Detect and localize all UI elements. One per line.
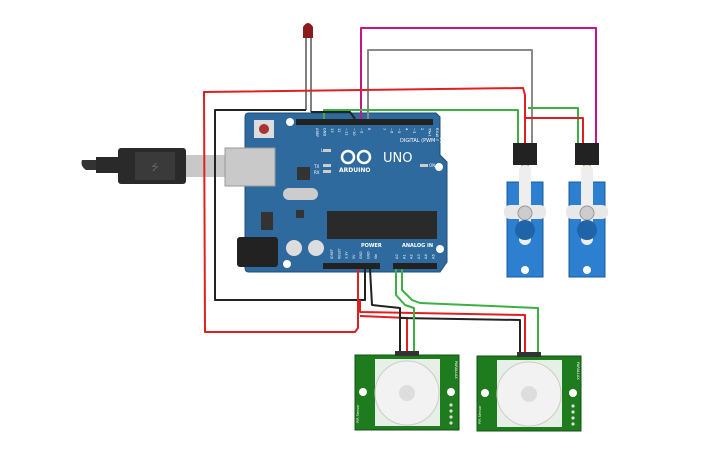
digital-pin-label: 7	[382, 128, 386, 130]
wires	[203, 27, 597, 355]
servo-motor-2[interactable]	[566, 143, 608, 278]
brand-label: ARDUINO	[339, 167, 370, 174]
usb-symbol-icon: ⭍	[151, 162, 159, 173]
pir-sensor-2[interactable]: PIR Sensor PARALLAX	[476, 352, 582, 432]
arduino-infinity-logo	[340, 149, 372, 165]
pir-brand-label: PARALLAX	[454, 361, 458, 379]
led-rx-label: RX	[314, 170, 320, 175]
power-pin-label: GND	[367, 251, 371, 259]
digital-pin-label: RX◂0	[435, 128, 439, 138]
wire-led-pin10[interactable]	[311, 111, 356, 120]
capacitor	[308, 240, 324, 256]
wire-gnd-servo2[interactable]	[528, 107, 579, 143]
wire-a0-pir1[interactable]	[395, 269, 415, 355]
digital-header	[296, 119, 433, 125]
digital-pin-label: ~11	[345, 128, 349, 136]
power-jack	[237, 237, 278, 267]
usb-cable[interactable]: ⭍	[81, 148, 227, 184]
capacitor	[286, 240, 302, 256]
usb-chip	[297, 167, 310, 180]
analog-header	[393, 263, 437, 269]
digital-pin-label: GND	[322, 128, 326, 136]
pir-header	[395, 351, 419, 356]
digital-pin-label: 12	[337, 128, 341, 133]
led-l-label: L	[321, 148, 324, 153]
on-label: ON	[429, 163, 435, 168]
wire-pin8-servo1[interactable]	[367, 49, 533, 143]
digital-pin-label: 4	[405, 128, 409, 131]
analog-pin-label: A3	[417, 254, 421, 259]
led-tx-label: TX	[313, 164, 319, 169]
wire-pin9-servo2[interactable]	[360, 27, 597, 143]
reset-button-cap	[259, 124, 269, 134]
analog-label: ANALOG IN	[402, 243, 433, 249]
digital-pin-label: ~10	[352, 128, 356, 136]
pir-label: PIR Sensor	[478, 405, 482, 424]
power-pin-label: IOREF	[330, 249, 334, 259]
analog-pin-label: A5	[432, 254, 436, 259]
analog-pin-label: A2	[410, 254, 414, 259]
wire-gnd-pir2[interactable]	[399, 317, 521, 355]
pir-sensor-1[interactable]: PIR Sensor PARALLAX	[354, 351, 460, 431]
servo-connector	[513, 143, 537, 165]
power-pin-label: 3.3V	[345, 251, 349, 259]
power-label: POWER	[361, 243, 382, 249]
power-pin-label: GND	[359, 251, 363, 259]
pir-header	[517, 352, 541, 357]
wire-led-gnd[interactable]	[214, 109, 366, 301]
analog-pin-label: A0	[395, 254, 399, 259]
digital-header-label: DIGITAL (PWM~)	[400, 138, 442, 144]
digital-pin-label: ~5	[397, 128, 401, 133]
red-led[interactable]	[303, 23, 313, 112]
servo-connector	[575, 143, 599, 165]
power-pin-label: 5V	[352, 254, 356, 259]
atmega-chip	[327, 211, 437, 239]
wire-5v-pir2[interactable]	[359, 300, 526, 355]
analog-pin-label: A4	[424, 254, 428, 259]
digital-pin-label: ~9	[359, 128, 363, 134]
wire-5v-servo2[interactable]	[525, 117, 584, 143]
model-label: UNO	[383, 151, 412, 166]
usb-port	[224, 147, 276, 187]
wire-5v-servo1[interactable]	[203, 87, 526, 333]
digital-pin-label: 2	[420, 128, 424, 130]
wire-a1-pir2[interactable]	[401, 269, 539, 355]
digital-pin-label: ~6	[389, 128, 393, 134]
digital-pin-label: ~3	[412, 128, 416, 133]
crystal	[283, 188, 318, 200]
pir-brand-label: PARALLAX	[576, 362, 580, 380]
analog-pin-label: A1	[402, 254, 406, 259]
power-pin-label: Vin	[374, 254, 378, 259]
digital-pin-label: 8	[367, 128, 371, 131]
digital-pin-label: TX▸1	[427, 127, 431, 137]
digital-pin-label: 13	[330, 128, 334, 133]
pir-label: PIR Sensor	[356, 404, 360, 423]
wire-gnd-servo1[interactable]	[323, 109, 519, 143]
regulator	[261, 212, 273, 230]
power-header	[323, 263, 380, 269]
power-pin-label: RESET	[337, 247, 341, 259]
wire-gnd-pir1[interactable]	[369, 268, 401, 355]
digital-pin-label: AREF	[315, 128, 319, 137]
servo-motor-1[interactable]	[504, 143, 546, 278]
